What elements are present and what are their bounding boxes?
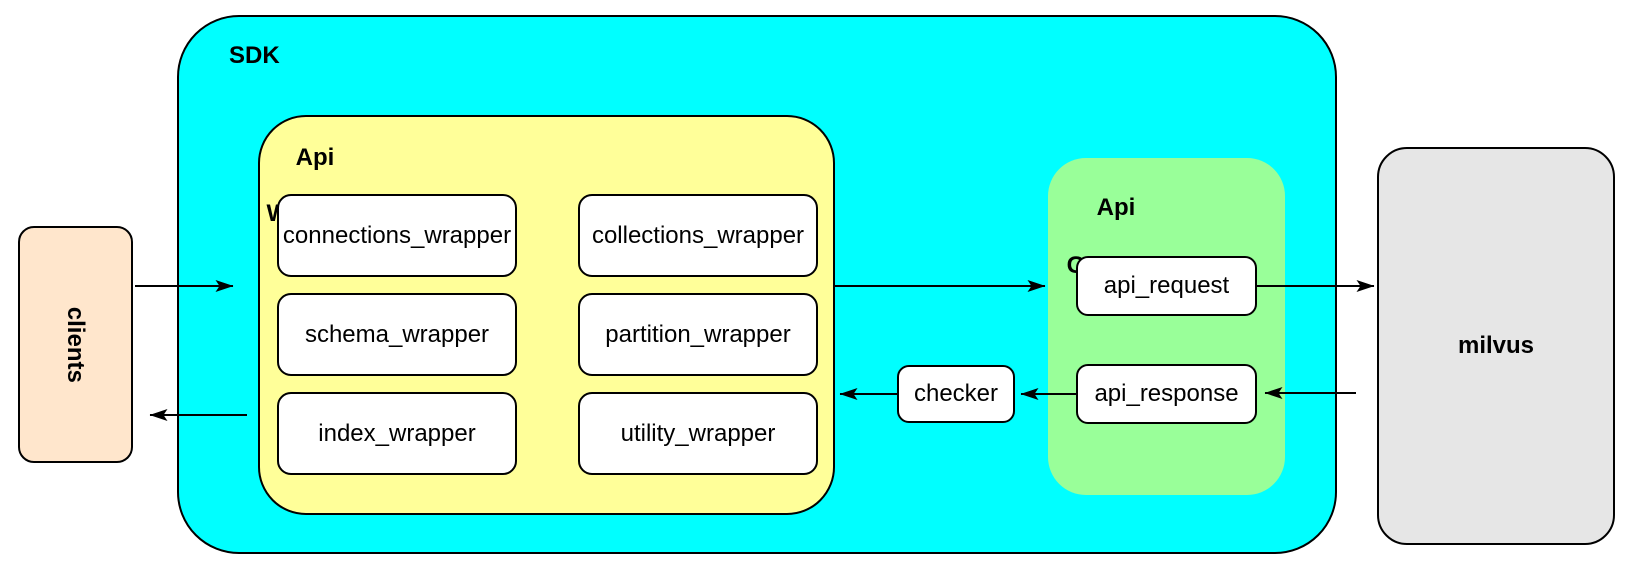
node-schema-wrapper: schema_wrapper	[277, 293, 517, 376]
node-api-gateway	[1048, 158, 1285, 495]
partition-wrapper-label: partition_wrapper	[605, 320, 791, 348]
checker-label: checker	[913, 380, 999, 408]
node-clients: clients	[18, 226, 133, 463]
utility-wrapper-label: utility_wrapper	[620, 419, 776, 447]
api-gateway-label-line1: Api	[1096, 194, 1136, 221]
node-api-request: api_request	[1076, 256, 1257, 316]
index-wrapper-label: index_wrapper	[318, 419, 476, 447]
api-request-label: api_request	[1103, 272, 1230, 300]
node-milvus: milvus	[1377, 147, 1615, 545]
node-utility-wrapper: utility_wrapper	[578, 392, 818, 475]
node-api-response: api_response	[1076, 364, 1257, 424]
node-checker: checker	[897, 365, 1015, 423]
clients-label: clients	[62, 306, 90, 383]
node-collections-wrapper: collections_wrapper	[578, 194, 818, 277]
api-response-label: api_response	[1094, 380, 1239, 408]
node-connections-wrapper: connections_wrapper	[277, 194, 517, 277]
sdk-label: SDK	[229, 42, 280, 69]
node-index-wrapper: index_wrapper	[277, 392, 517, 475]
api-wrapper-label-line1: Api	[295, 144, 335, 171]
collections-wrapper-label: collections_wrapper	[591, 221, 805, 249]
milvus-label: milvus	[1457, 332, 1535, 360]
connections-wrapper-label: connections_wrapper	[282, 221, 512, 249]
schema-wrapper-label: schema_wrapper	[304, 320, 490, 348]
node-partition-wrapper: partition_wrapper	[578, 293, 818, 376]
